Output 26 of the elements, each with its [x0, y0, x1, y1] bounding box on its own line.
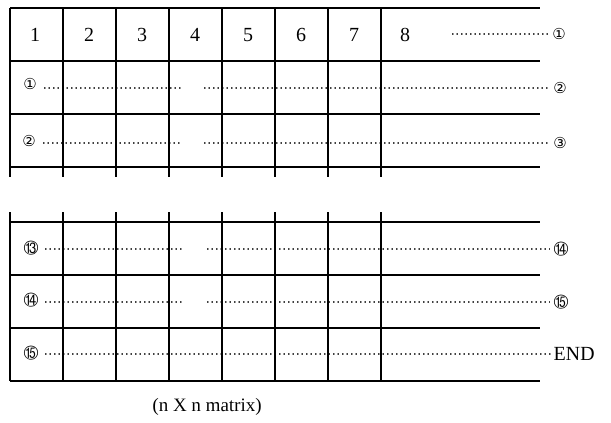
column-number: 6	[296, 25, 306, 45]
column-number: 7	[349, 25, 359, 45]
dotted-connector	[45, 301, 550, 303]
dotted-connector	[45, 353, 553, 355]
dotted-connector	[45, 248, 550, 250]
caption: (n X n matrix)	[152, 396, 262, 415]
circled-number: ②	[22, 134, 36, 148]
circled-number: ⑭	[554, 242, 568, 256]
circled-number: ⑮	[24, 346, 38, 360]
circled-number: ③	[553, 136, 567, 150]
circled-number: ②	[553, 80, 567, 96]
circled-number: ⑬	[24, 240, 38, 256]
column-number: 4	[190, 25, 200, 45]
circled-number: ①	[23, 76, 37, 92]
column-number: 1	[30, 25, 40, 45]
column-number: 5	[243, 25, 253, 45]
circled-number: ⑮	[554, 294, 568, 310]
circled-number: ⑭	[24, 292, 38, 308]
column-number: 2	[84, 25, 94, 45]
end-label: END	[553, 344, 595, 364]
column-number: 3	[137, 25, 147, 45]
circled-number: ①	[552, 26, 566, 42]
column-number: 8	[400, 25, 410, 45]
dotted-connector	[452, 33, 548, 35]
dotted-connector	[44, 87, 549, 89]
dotted-connector	[43, 142, 549, 144]
